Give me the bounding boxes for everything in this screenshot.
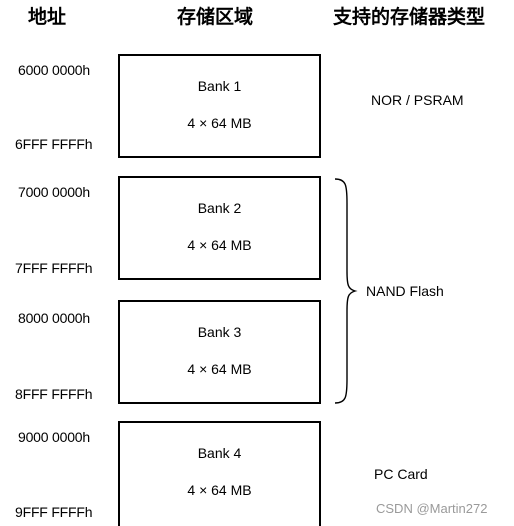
pc-card-label: PC Card <box>374 466 428 482</box>
memory-type-column-header: 支持的存储器类型 <box>333 6 486 28</box>
bank3-box: Bank 3 4 × 64 MB <box>118 300 321 404</box>
bank4-end-address: 9FFF FFFFh <box>15 504 93 520</box>
bank3-end-address: 8FFF FFFFh <box>15 386 93 402</box>
bank3-size: 4 × 64 MB <box>187 361 252 377</box>
bank3-name: Bank 3 <box>197 324 242 340</box>
bank1-box: Bank 1 4 × 64 MB <box>118 54 321 158</box>
bank2-box: Bank 2 4 × 64 MB <box>118 176 321 280</box>
nor-psram-label: NOR / PSRAM <box>371 92 464 108</box>
bank1-end-address: 6FFF FFFFh <box>15 136 93 152</box>
bank2-end-address: 7FFF FFFFh <box>15 260 93 276</box>
bank2-name: Bank 2 <box>197 200 242 216</box>
watermark-text: CSDN @Martin272 <box>376 501 488 516</box>
bank2-size: 4 × 64 MB <box>187 237 252 253</box>
bank4-name: Bank 4 <box>197 445 242 461</box>
bank4-box: Bank 4 4 × 64 MB <box>118 421 321 526</box>
bank1-size: 4 × 64 MB <box>187 115 252 131</box>
nand-flash-label: NAND Flash <box>366 283 444 299</box>
bank4-size: 4 × 64 MB <box>187 482 252 498</box>
bank3-start-address: 8000 0000h <box>18 310 90 326</box>
bank1-name: Bank 1 <box>197 78 242 94</box>
address-column-header: 地址 <box>28 6 67 28</box>
bank2-start-address: 7000 0000h <box>18 184 90 200</box>
bank1-start-address: 6000 0000h <box>18 62 90 78</box>
region-column-header: 存储区域 <box>177 6 254 28</box>
nand-brace-icon <box>334 178 358 404</box>
bank4-start-address: 9000 0000h <box>18 429 90 445</box>
